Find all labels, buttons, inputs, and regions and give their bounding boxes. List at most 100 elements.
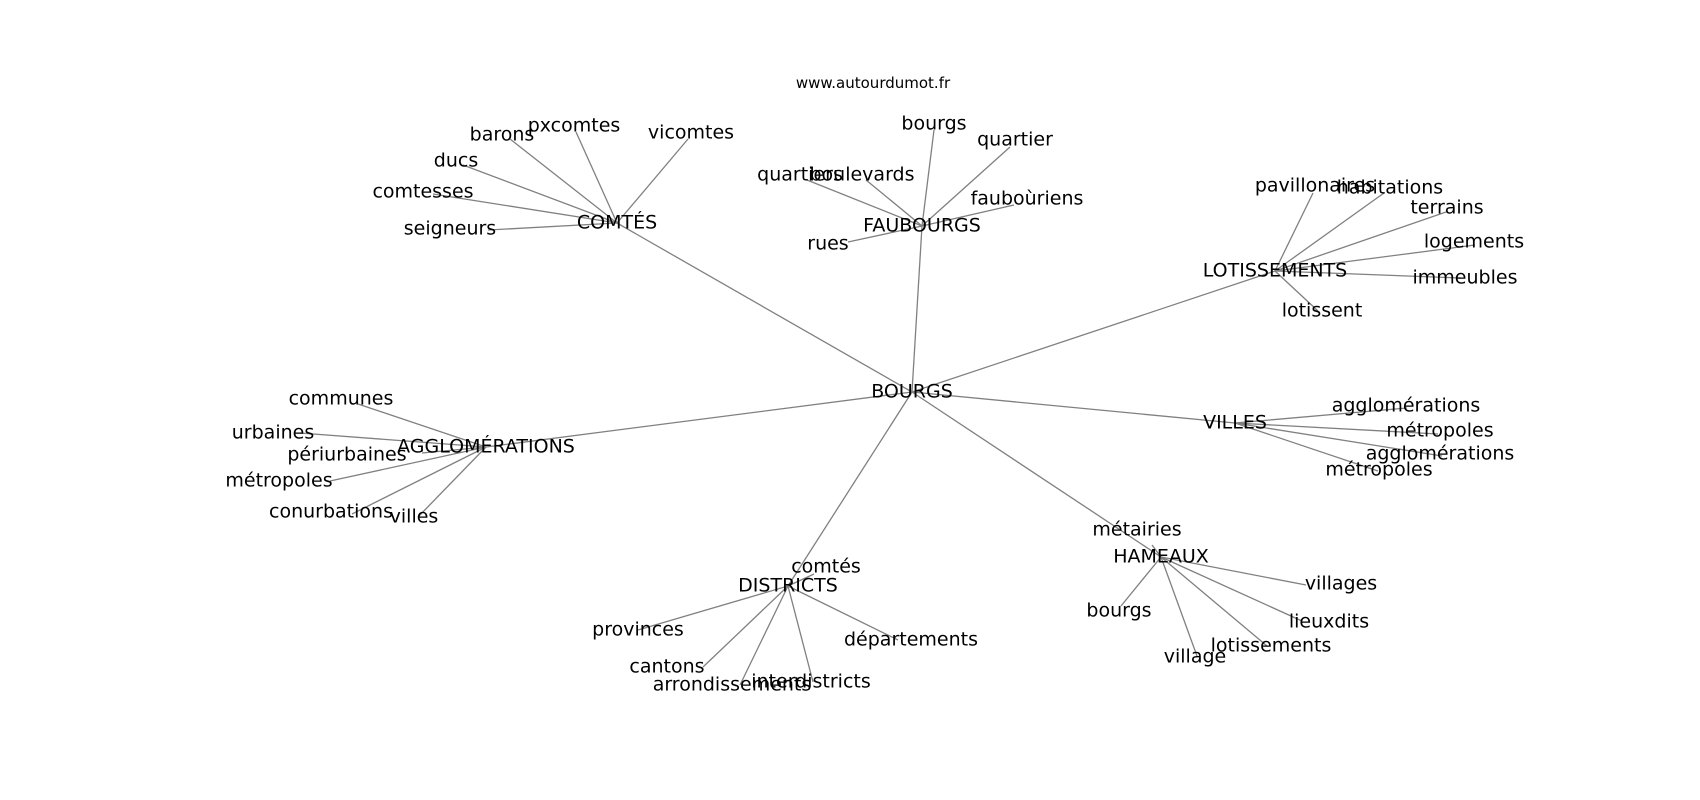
edge-agglomerations-leaf [357, 403, 487, 448]
leaf-label: lotissent [1282, 300, 1363, 322]
edge-lotissements-leaf [1274, 244, 1476, 272]
leaf-label: interdistricts [751, 671, 871, 693]
edge-hameaux-leaf [1160, 556, 1307, 586]
leaf-label: fauboùriens [971, 188, 1084, 210]
leaf-label: comtesses [372, 181, 473, 203]
edge-hameaux-leaf [1160, 556, 1198, 657]
edge-villes-leaf [1234, 422, 1439, 435]
leaf-label: communes [289, 388, 394, 410]
leaf-label: comtés [791, 556, 861, 578]
edge-lotissements-leaf [1274, 211, 1447, 272]
cluster-label-faubourgs: FAUBOURGS [863, 215, 981, 237]
leaf-label: rues [807, 233, 848, 255]
edge-agglomerations-leaf [299, 432, 487, 448]
edge-center-villes [911, 391, 1236, 424]
edge-lotissements-leaf [1274, 270, 1462, 279]
edge-comtes-leaf [462, 164, 618, 224]
leaf-label: arrondissements [653, 674, 812, 696]
edge-center-hameaux [911, 391, 1162, 558]
edge-center-comtes [616, 222, 913, 393]
edge-lotissements-leaf [1274, 270, 1319, 312]
leaf-label: logements [1424, 231, 1524, 253]
edge-districts-leaf [739, 585, 789, 686]
leaf-label: terrains [1410, 197, 1483, 219]
leaf-label: métropoles [225, 470, 332, 492]
leaf-label: bourgs [1086, 600, 1151, 622]
edge-faubourgs-leaf [847, 225, 923, 243]
leaf-label: provinces [592, 619, 684, 641]
cluster-label-comtes: COMTÉS [577, 211, 657, 234]
edge-agglomerations-leaf [329, 446, 487, 482]
edge-districts-leaf [637, 585, 789, 631]
leaf-label: boulevards [809, 164, 914, 186]
cluster-label-hameaux: HAMEAUX [1113, 546, 1209, 568]
leaf-label: cantons [629, 656, 704, 678]
leaf-label: barons [470, 124, 535, 146]
edge-center-faubourgs [911, 225, 923, 393]
edge-hameaux-leaf [1160, 556, 1268, 647]
edge-districts-leaf [787, 585, 899, 641]
edge-agglomerations-leaf [421, 446, 487, 454]
leaf-label: pavillonaires [1255, 175, 1375, 197]
edge-faubourgs-leaf [921, 129, 935, 227]
leaf-label: agglomérations [1366, 443, 1515, 465]
edge-center-districts [787, 391, 913, 587]
edge-agglomerations-leaf [351, 446, 487, 515]
leaf-label: agglomérations [1332, 395, 1481, 417]
cluster-label-lotissements: LOTISSEMENTS [1203, 260, 1347, 282]
edge-comtes-leaf [616, 138, 689, 224]
leaf-label: lieuxdits [1289, 611, 1369, 633]
cluster-label-villes: VILLES [1203, 412, 1267, 434]
leaf-label: lotissements [1211, 635, 1332, 657]
leaf-label: conurbations [269, 501, 393, 523]
leaf-label: village [1164, 646, 1226, 668]
leaf-label: quartiers [757, 164, 843, 186]
leaf-label: vicomtes [648, 122, 734, 144]
edge-villes-leaf [1234, 422, 1379, 472]
edge-villes-leaf [1234, 407, 1408, 424]
edge-faubourgs-leaf [806, 179, 923, 227]
edge-faubourgs-leaf [921, 204, 1015, 227]
edge-agglomerations-leaf [417, 446, 487, 518]
edge-districts-leaf [787, 585, 814, 683]
cluster-label-agglomerations: AGGLOMÉRATIONS [397, 435, 575, 458]
site-label: www.autourdumot.fr [796, 74, 951, 92]
edge-hameaux-leaf [1160, 556, 1303, 622]
leaf-label: bourgs [901, 113, 966, 135]
leaf-label: départements [844, 629, 978, 651]
leaf-label: seigneurs [404, 218, 496, 240]
edge-lotissements-leaf [1274, 192, 1314, 272]
edge-villes-leaf [1234, 422, 1443, 457]
edge-comtes-leaf [487, 222, 618, 231]
edge-comtes-leaf [575, 131, 618, 224]
leaf-label: périurbaines [287, 444, 406, 466]
edges [299, 129, 1476, 686]
leaf-label: métairies [1092, 519, 1181, 541]
edge-lotissements-leaf [1274, 192, 1385, 272]
leaf-label: habitations [1337, 177, 1443, 199]
leaf-label: métropoles [1386, 420, 1493, 442]
edge-center-agglomerations [485, 391, 913, 448]
leaf-label: immeubles [1413, 267, 1518, 289]
edge-districts-leaf [787, 573, 815, 587]
leaf-label: ducs [434, 150, 478, 172]
leaf-label: quartier [977, 129, 1053, 151]
edge-hameaux-leaf [1120, 556, 1162, 607]
cluster-label-districts: DISTRICTS [738, 575, 838, 597]
leaf-label: pxcomtes [528, 115, 621, 137]
edge-center-lotissements [911, 270, 1276, 393]
edge-districts-leaf [702, 585, 789, 668]
edge-faubourgs-leaf [921, 146, 1011, 227]
leaf-label: urbaines [232, 422, 314, 444]
center-label: BOURGS [871, 381, 953, 403]
edge-hameaux-leaf [1151, 544, 1162, 558]
edge-comtes-leaf [432, 193, 618, 224]
leaf-label: villages [1305, 573, 1377, 595]
leaf-label: villes [390, 506, 439, 528]
edge-comtes-leaf [509, 138, 618, 224]
leaf-label: métropoles [1325, 459, 1432, 481]
edge-faubourgs-leaf [865, 179, 923, 227]
